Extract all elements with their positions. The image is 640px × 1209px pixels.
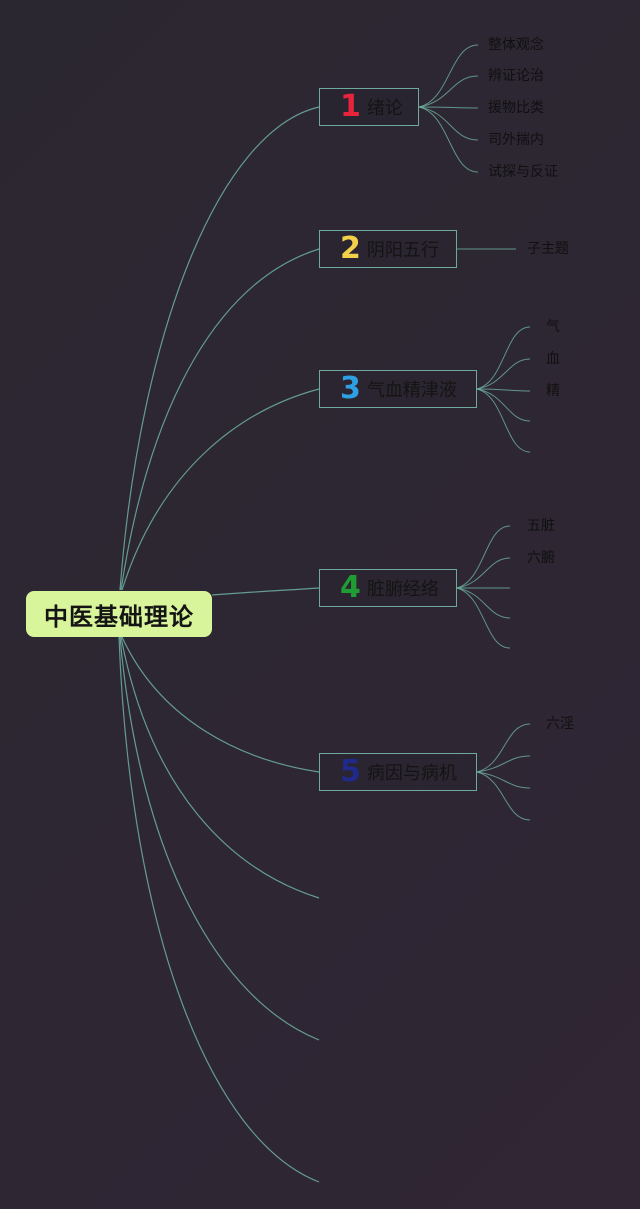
connector-topic-5-child-4 <box>476 771 531 821</box>
topic-1-label: 绪论 <box>366 98 403 119</box>
connector-root-empty-branch-2 <box>119 636 320 1041</box>
connector-topic-1-child-3 <box>418 106 479 109</box>
topic-3-subtopic-3[interactable]: 精 <box>546 383 560 399</box>
topic-5-label: 病因与病机 <box>366 763 457 784</box>
connector-topic-3-child-5 <box>476 388 531 453</box>
main-topic-4[interactable]: 4 脏腑经络 <box>319 569 457 607</box>
connector-root-empty-branch-3 <box>118 636 320 1183</box>
topic-4-number: 4 <box>340 570 361 605</box>
connector-root-topic-1 <box>119 106 320 591</box>
topic-2-number: 2 <box>340 231 361 266</box>
topic-2-label: 阴阳五行 <box>366 240 439 261</box>
connector-topic-4-child-5 <box>456 587 511 649</box>
topic-1-subtopic-4[interactable]: 司外揣内 <box>488 132 544 148</box>
connector-topic-4-child-4 <box>456 587 511 619</box>
topic-1-subtopic-3[interactable]: 援物比类 <box>488 100 544 116</box>
connector-topic-3-child-3 <box>476 388 531 392</box>
connector-topic-4-child-1 <box>456 525 511 589</box>
topic-4-label: 脏腑经络 <box>366 579 439 600</box>
topic-2-subtopic-1[interactable]: 子主题 <box>527 241 569 257</box>
main-topic-5[interactable]: 5 病因与病机 <box>319 753 477 791</box>
connector-topic-1-child-2 <box>418 75 479 108</box>
topic-1-subtopic-1[interactable]: 整体观念 <box>488 37 544 53</box>
connector-topic-3-child-1 <box>476 326 531 390</box>
topic-4-subtopic-2[interactable]: 六腑 <box>527 550 555 566</box>
connector-topic-5-child-2 <box>476 755 531 773</box>
topic-3-subtopic-2[interactable]: 血 <box>546 351 560 367</box>
topic-5-subtopic-1[interactable]: 六淫 <box>546 716 574 732</box>
connector-topic-1-child-5 <box>418 106 479 173</box>
topic-1-subtopic-5[interactable]: 试探与反证 <box>488 164 558 180</box>
connector-topic-5-child-3 <box>476 771 531 789</box>
connector-topic-3-child-4 <box>476 388 531 422</box>
central-topic-label: 中医基础理论 <box>44 602 194 631</box>
main-topic-1[interactable]: 1 绪论 <box>319 88 419 126</box>
connector-root-topic-4 <box>211 587 320 596</box>
connector-topic-5-child-1 <box>476 723 531 773</box>
connector-root-topic-3 <box>121 388 320 591</box>
central-topic[interactable]: 中医基础理论 <box>26 591 212 637</box>
topic-1-subtopic-2[interactable]: 辨证论治 <box>488 68 544 84</box>
topic-1-number: 1 <box>340 89 361 124</box>
topic-4-subtopic-1[interactable]: 五脏 <box>527 518 555 534</box>
connector-root-topic-5 <box>121 636 320 773</box>
connector-topic-4-child-2 <box>456 557 511 589</box>
connector-topic-1-child-4 <box>418 106 479 141</box>
topic-3-subtopic-1[interactable]: 气 <box>546 319 560 335</box>
main-topic-3[interactable]: 3 气血精津液 <box>319 370 477 408</box>
connector-root-topic-2 <box>120 248 320 591</box>
topic-3-label: 气血精津液 <box>366 380 457 401</box>
connector-topic-3-child-2 <box>476 358 531 390</box>
connector-root-empty-branch-1 <box>120 636 320 899</box>
main-topic-2[interactable]: 2 阴阳五行 <box>319 230 457 268</box>
topic-5-number: 5 <box>340 754 361 789</box>
topic-3-number: 3 <box>340 371 361 406</box>
connector-topic-1-child-1 <box>418 44 479 108</box>
